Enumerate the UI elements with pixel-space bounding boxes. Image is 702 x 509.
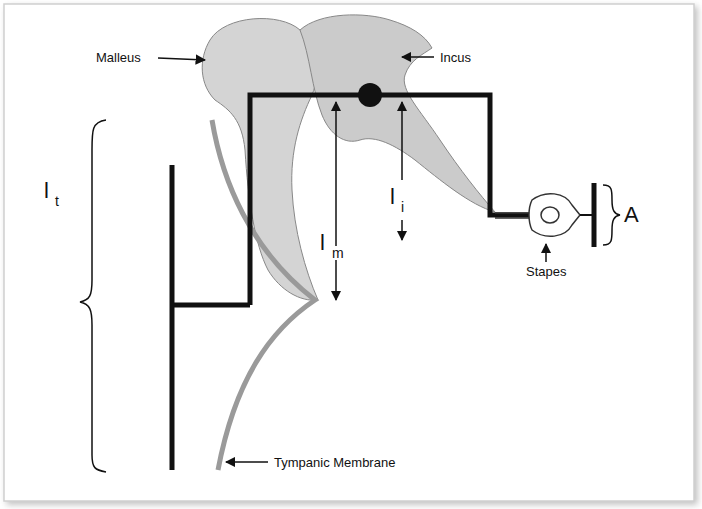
dimension-symbol: l — [44, 180, 49, 202]
part-name: Stapes — [526, 265, 566, 278]
lever-line — [172, 165, 250, 470]
lever-line — [250, 95, 545, 305]
dimension-arrow — [335, 102, 337, 300]
tympanic-membrane — [212, 120, 315, 470]
dimension-subscript: t — [55, 194, 59, 208]
dimension-subscript: i — [401, 200, 404, 214]
dimension-subscript: m — [331, 246, 345, 260]
part-name: Tympanic Membrane — [274, 456, 395, 469]
dimension-symbol: l — [390, 186, 395, 208]
part-name: Malleus — [96, 51, 141, 64]
footplate — [592, 183, 597, 247]
dimension-arrow — [401, 220, 403, 240]
part-name: Incus — [440, 51, 471, 64]
leader-arrow — [545, 244, 547, 262]
frame — [4, 4, 694, 501]
brace — [603, 185, 620, 245]
leader-arrow — [158, 58, 205, 60]
brace — [80, 120, 106, 472]
leader-arrow — [226, 461, 268, 463]
leader-arrow — [402, 56, 434, 58]
incus-bone — [300, 15, 495, 212]
stapes-bone — [529, 194, 580, 237]
dimension-arrow — [401, 102, 403, 180]
dimension-symbol: l — [319, 232, 326, 254]
area-symbol: A — [624, 204, 639, 226]
fulcrum-dot — [358, 83, 382, 107]
